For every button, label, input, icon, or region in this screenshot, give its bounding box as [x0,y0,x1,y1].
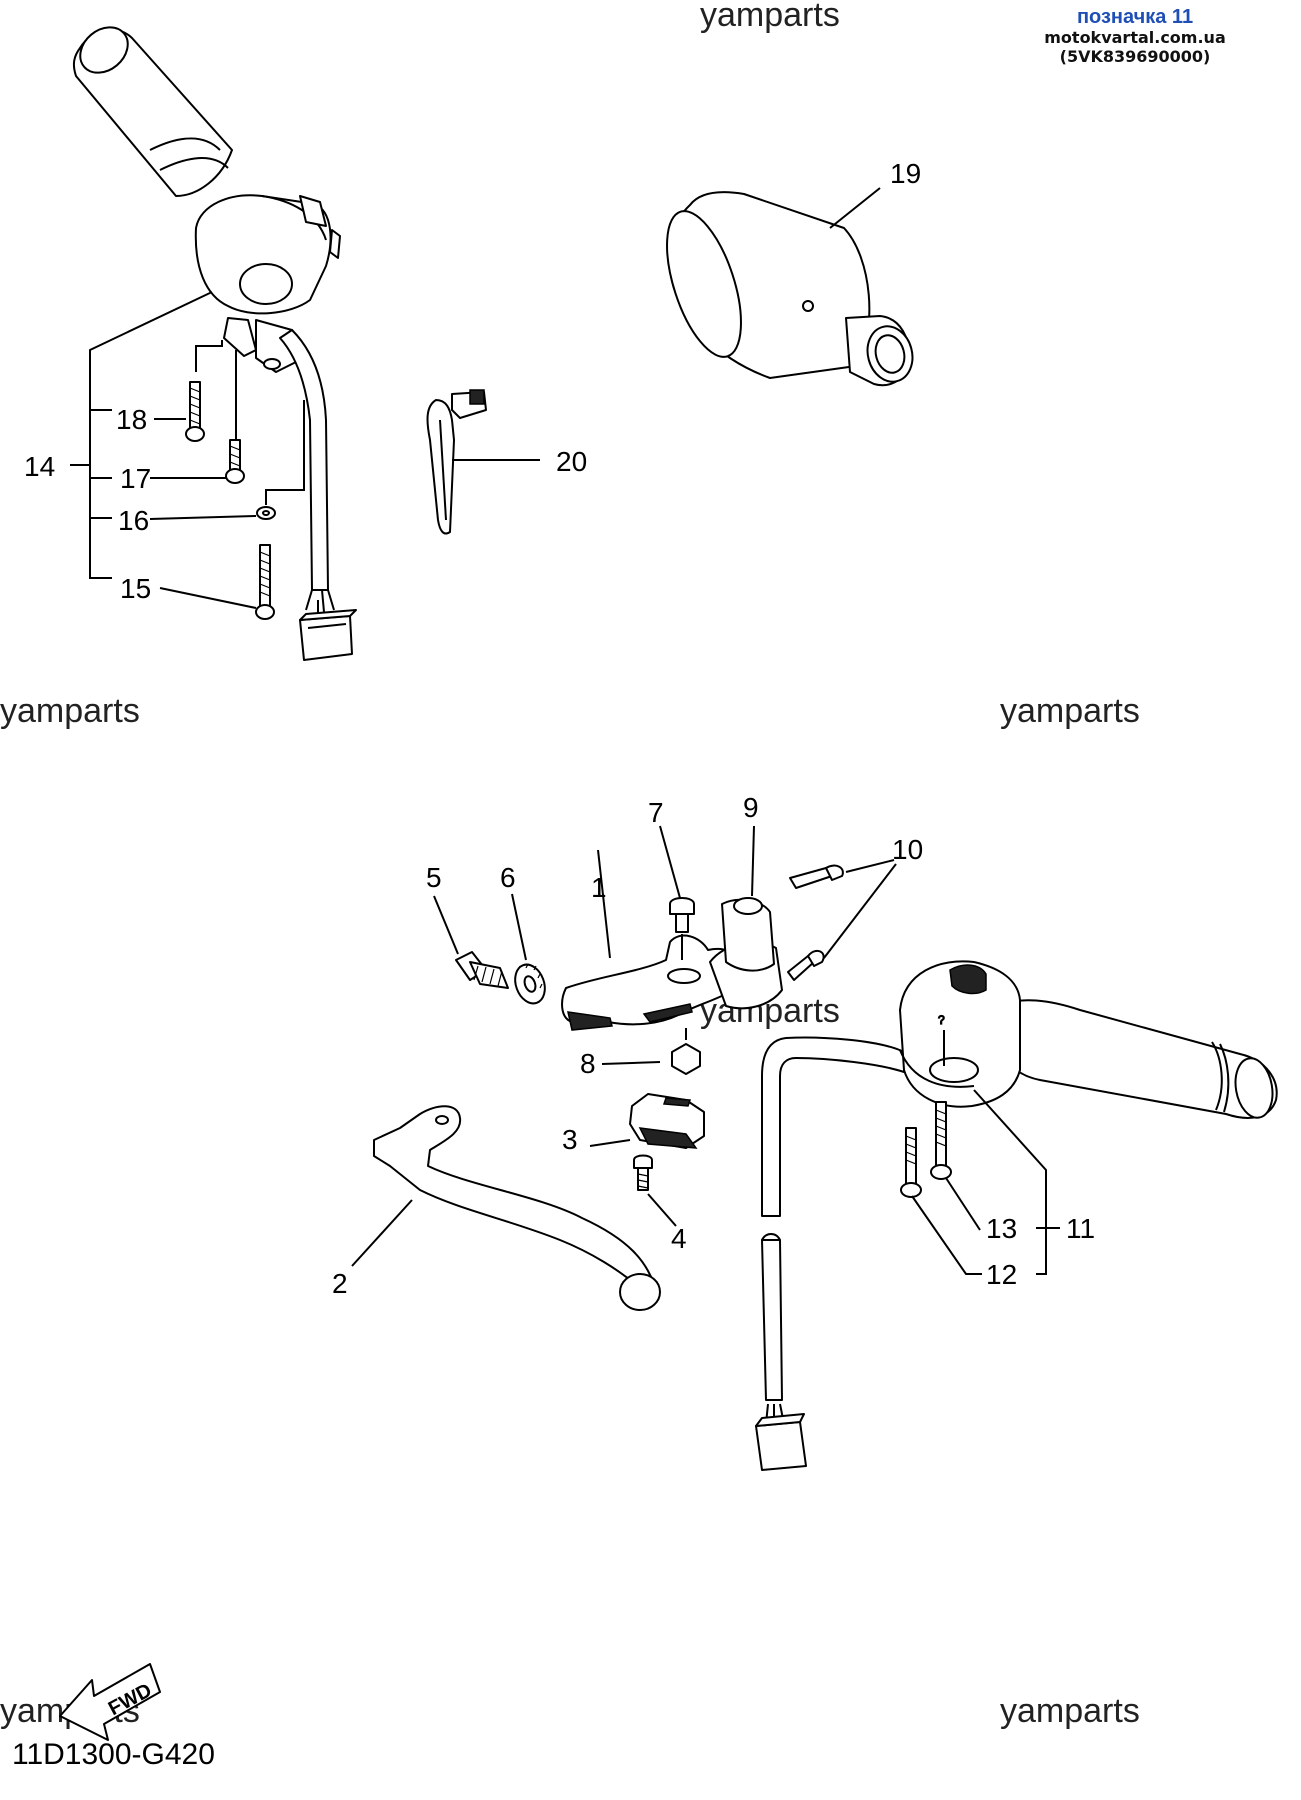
part-1-lever-holder [561,849,783,1031]
callout-9: 9 [743,792,759,823]
screw-18 [185,381,205,442]
callout-19: 19 [890,158,921,189]
part-20-cable-tie [426,389,540,535]
drawing-code: 11D1300-G420 [12,1738,215,1771]
callout-15: 15 [120,573,151,604]
header-badge: позначка 11 [1076,6,1194,28]
callout-14: 14 [24,451,55,482]
part-4-screw [633,1154,677,1227]
watermark-top: yamparts [700,0,840,34]
part-5-adjuster-bolt [455,951,509,989]
callout-18: 18 [116,404,147,435]
watermark-bottom-right: yamparts [1000,1692,1140,1730]
washer-16 [256,506,276,520]
callout-3: 3 [562,1124,578,1155]
part-8-nut [601,1028,701,1075]
part-2-clutch-lever [351,1105,661,1311]
part-10-screws [787,859,897,981]
watermark-left: yamparts [0,692,140,730]
callout-2: 2 [332,1268,348,1299]
callout-20: 20 [556,446,587,477]
part-6-locknut [514,963,546,1005]
part-7-pivot-bolt [669,897,695,960]
callout-labels: 1 2 3 4 5 6 7 8 9 10 11 12 13 14 15 16 1… [24,158,1095,1299]
callout-7: 7 [648,797,664,828]
callout-10: 10 [892,834,923,865]
part-11-left-handlebar-switch: ? [755,960,1278,1471]
header-source: motokvartal.com.ua (5VK839690000) [1044,28,1226,66]
callout-1: 1 [591,872,607,903]
leaders-upper-callouts [433,825,755,961]
screw-15 [255,544,275,620]
svg-text:?: ? [938,1013,945,1027]
screw-17 [225,439,245,484]
part-19-grip-end [666,187,914,387]
callout-17: 17 [120,463,151,494]
callout-5: 5 [426,862,442,893]
watermark-right: yamparts [1000,692,1140,730]
right-handlebar-switch-assembly [72,26,357,661]
callout-13: 13 [986,1213,1017,1244]
callout-12: 12 [986,1259,1017,1290]
leader-14 [70,291,305,609]
callout-16: 16 [118,505,149,536]
part-3-clutch-switch [589,1093,705,1149]
callout-6: 6 [500,862,516,893]
callout-11: 11 [1066,1213,1095,1244]
callout-4: 4 [671,1223,687,1254]
callout-8: 8 [580,1048,596,1079]
